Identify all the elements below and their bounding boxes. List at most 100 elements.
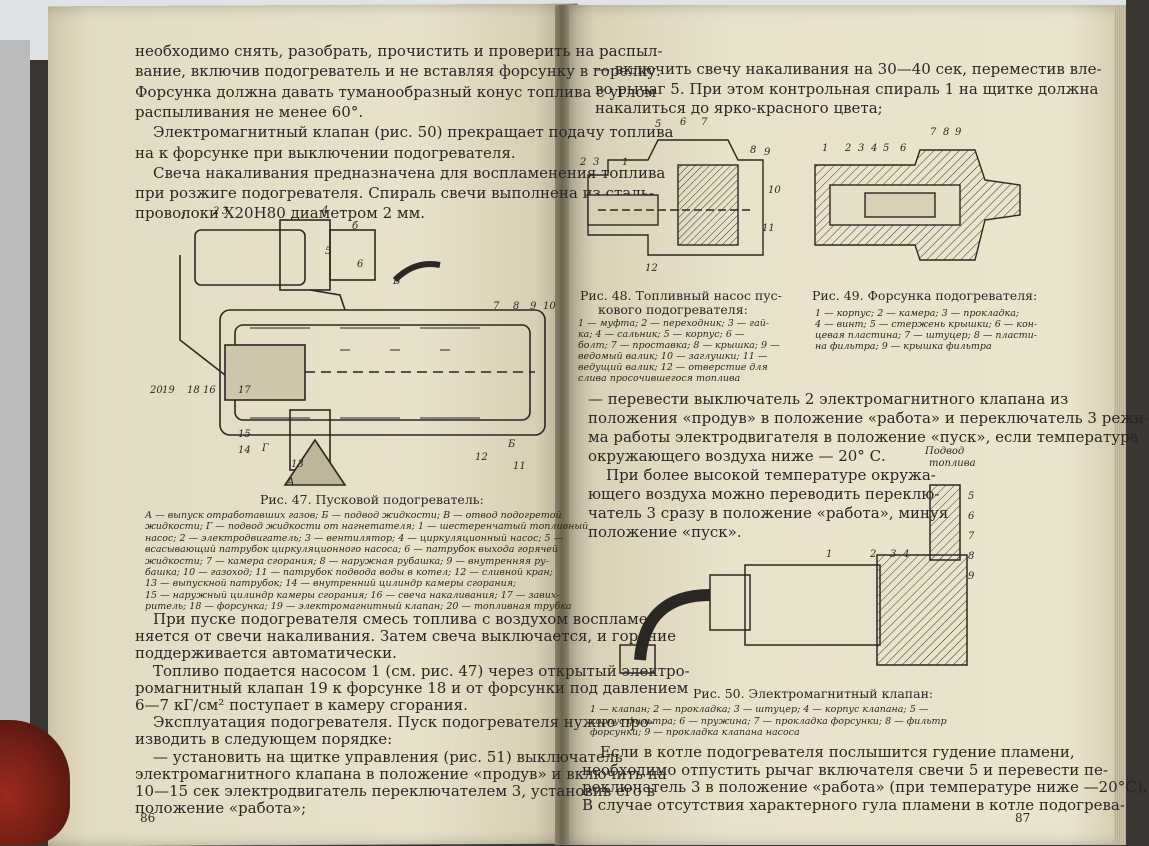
paragraph-line: необходимо отпустить рычаг включателя св… — [582, 760, 1109, 779]
legend-line: 4 — винт; 5 — стержень крышки; 6 — кон- — [815, 319, 1038, 330]
figure-label: 1 — [826, 549, 833, 560]
paragraph-line: Эксплуатация подогревателя. Пуск подогре… — [153, 713, 654, 732]
figure-label: 9 — [968, 571, 975, 582]
figure-label: 3 — [593, 157, 600, 168]
figure-label: 10 — [768, 185, 781, 196]
paragraph-line: на к форсунке при выключении подогревате… — [135, 143, 516, 162]
legend-line: насос; 2 — электродвигатель; 3 — вентиля… — [145, 532, 564, 544]
legend-line: 1 — муфта; 2 — переходник; 3 — гай- — [578, 318, 770, 329]
paragraph-line: — включить свечу накаливания на 30—40 се… — [595, 60, 1102, 78]
figure-label: 4 — [322, 205, 329, 216]
paragraph-line: окружающего воздуха ниже — 20° С. — [588, 447, 886, 465]
legend-line: 1 — корпус; 2 — камера; 3 — прокладка; — [815, 308, 1020, 319]
figure-label: 6 — [900, 143, 907, 154]
paragraph-line: накалиться до ярко-красного цвета; — [595, 99, 883, 117]
paragraph-line: няется от свечи накаливания. Затем свеча… — [135, 627, 676, 646]
paragraph-line: Свеча накаливания предназначена для восп… — [153, 163, 666, 182]
legend-line: ритель; 18 — форсунка; 19 — электромагни… — [145, 601, 572, 613]
figure-49-caption: Рис. 49. Форсунка подогревателя: — [812, 288, 1038, 303]
figure-label: 3 — [858, 143, 865, 154]
figure-label: А — [287, 477, 295, 488]
figure-label: Г — [262, 443, 269, 454]
paragraph-line: Электромагнитный клапан (рис. 50) прекра… — [153, 123, 674, 142]
legend-line: жидкости; Г — подвод жидкости от нагнета… — [145, 521, 589, 533]
legend-line: башка; 10 — газоход; 11 — патрубок подво… — [145, 567, 553, 578]
legend-line: 13 — выпускной патрубок; 14 — внутренний… — [145, 578, 517, 590]
paragraph-line: При пуске подогревателя смесь топлива с … — [153, 610, 653, 628]
figure-label: 20 — [150, 385, 163, 396]
figure-label: 1 — [822, 143, 829, 154]
figure-label: 6 — [680, 117, 687, 128]
paragraph-line: электромагнитного клапана в положение «п… — [135, 764, 667, 783]
right-page — [560, 5, 1126, 845]
paragraph-line: при розжиге подогревателя. Спираль свечи… — [135, 184, 654, 203]
figure-label: 1 — [622, 157, 629, 168]
paragraph-line: При более высокой температуре окружа- — [606, 466, 936, 484]
paragraph-line: положения «продув» в положение «работа» … — [588, 409, 1149, 427]
paragraph-line: положение «пуск». — [588, 523, 742, 541]
page-edges — [1114, 5, 1126, 845]
paragraph-line: ромагнитный клапан 19 к форсунке 18 и от… — [135, 678, 689, 697]
figure-label: Б — [508, 439, 516, 450]
figure-label: 9 — [955, 127, 962, 138]
legend-line: цевая пластина; 7 — штуцер; 8 — пласти- — [815, 330, 1037, 341]
paragraph-line: — перевести выключатель 2 электромагнитн… — [588, 390, 1069, 408]
figure-label: 8 — [968, 551, 975, 562]
figure-label: 12 — [645, 263, 658, 274]
figure-49-injector — [814, 149, 1021, 261]
left-page-number: 86 — [140, 811, 156, 825]
paragraph-line: Топливо подается насосом 1 (см. рис. 47)… — [153, 661, 690, 680]
paragraph-line: — установить на щитке управления (рис. 5… — [153, 747, 623, 766]
figure-label: 19 — [162, 385, 175, 396]
legend-line: слива просочившегося топлива — [578, 373, 741, 384]
paragraph-line: изводить в следующем порядке: — [135, 730, 393, 749]
legend-line: жидкости; 7 — камера сгорания; 8 — наруж… — [145, 555, 549, 567]
figure-48-caption-line: Рис. 48. Топливный насос пус- — [580, 288, 782, 303]
fuel-supply-label: топлива — [929, 458, 976, 469]
figure-label: 16 — [203, 385, 216, 396]
figure-label: 17 — [238, 385, 251, 396]
figure-label: 4 — [871, 143, 878, 154]
figure-47-caption: Рис. 47. Пусковой подогреватель: — [260, 492, 484, 507]
figure-label: 5 — [883, 143, 890, 154]
figure-label: 6 — [968, 511, 975, 522]
figure-label: 5 — [325, 246, 332, 257]
figure-label: 2 — [580, 157, 587, 168]
figure-50-caption: Рис. 50. Электромагнитный клапан: — [693, 686, 934, 701]
figure-label: 5 — [968, 491, 975, 502]
figure-label: 3 — [890, 549, 897, 560]
figure-label: 7 — [701, 117, 708, 128]
paragraph-line: положение «работа»; — [135, 799, 307, 818]
legend-line: ведомый валик; 10 — заглушки; 11 — — [578, 351, 768, 362]
figure-label: 7 — [968, 531, 975, 542]
figure-label: 1 — [180, 211, 187, 222]
paragraph-line: вание, включив подогреватель и не вставл… — [135, 62, 661, 81]
legend-line: корпус фильтра; 6 — пружина; 7 — проклад… — [590, 715, 947, 727]
figure-48-fuel-pump — [587, 139, 764, 256]
legend-line: болт; 7 — проставка; 8 — крышка; 9 — — [578, 340, 780, 351]
figure-label: 6 — [357, 259, 364, 270]
paragraph-line: ющего воздуха можно переводить переклю- — [588, 485, 940, 503]
legend-line: ка; 4 — сальник; 5 — корпус; 6 — — [578, 329, 745, 340]
figure-label: 8 — [513, 301, 520, 312]
paragraph-line: реключатель 3 в положение «работа» (при … — [582, 778, 1148, 796]
paragraph-line: ма работы электродвигателя в положение «… — [588, 428, 1139, 446]
legend-line: всасывающий патрубок циркуляционного нас… — [145, 544, 559, 556]
paragraph-line: поддерживается автоматически. — [135, 644, 397, 663]
book-gutter — [555, 5, 569, 845]
figure-label: 2 — [213, 206, 220, 217]
paragraph-line: необходимо снять, разобрать, прочистить … — [135, 42, 663, 60]
figure-label: 15 — [238, 429, 251, 440]
figure-label: 2 — [845, 143, 852, 154]
figure-label: 7 — [930, 127, 937, 138]
right-page-number: 87 — [1015, 811, 1031, 825]
figure-label: 11 — [762, 223, 775, 234]
legend-line: ведущий валик; 12 — отверстие для — [578, 362, 768, 373]
legend-line: 1 — клапан; 2 — прокладка; 3 — штуцер; 4… — [590, 704, 929, 715]
open-book — [20, 3, 1126, 846]
figure-label: 18 — [187, 385, 200, 396]
figure-label: 12 — [475, 452, 488, 463]
background-left — [0, 40, 30, 845]
figure-47-starting-heater — [179, 219, 546, 486]
figure-48-caption-line: кового подогревателя: — [598, 302, 748, 317]
